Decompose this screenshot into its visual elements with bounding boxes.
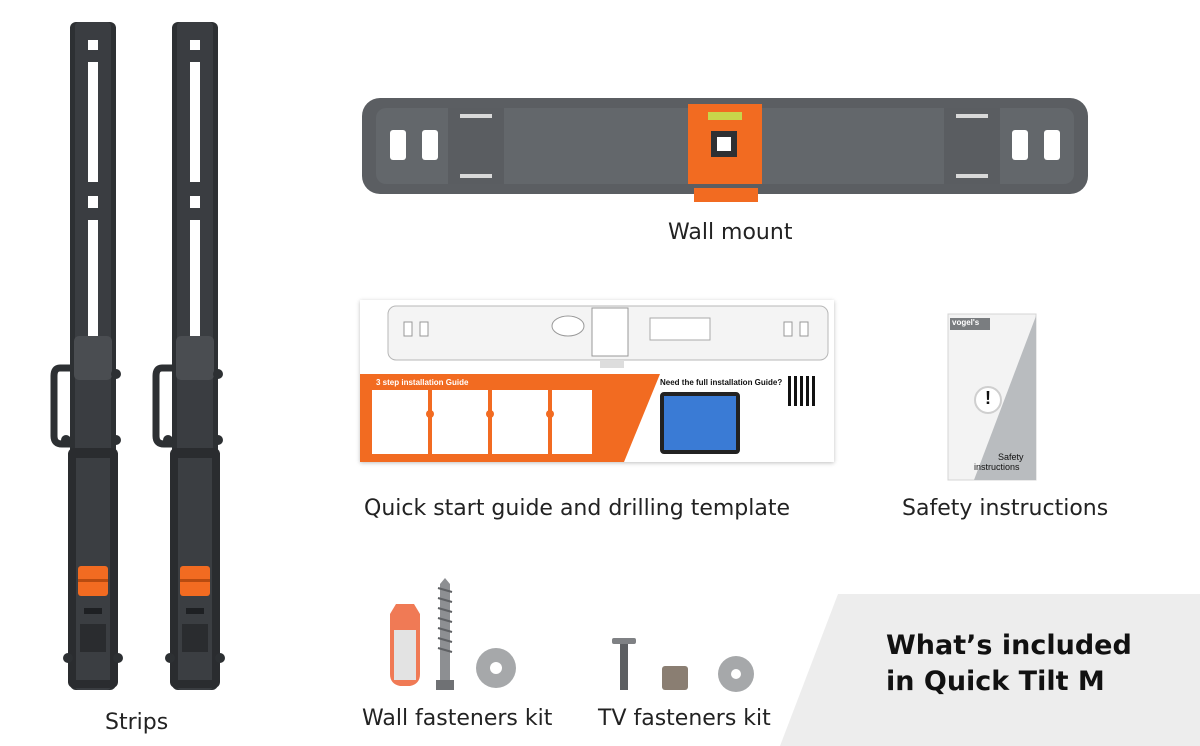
banner-title: What’s included in Quick Tilt M	[886, 628, 1186, 700]
wall-mount-label: Wall mount	[668, 220, 793, 245]
safety-booklet-text-1: Safety	[998, 452, 1024, 462]
strips-illustration	[50, 18, 240, 698]
banner-line-1: What’s included	[886, 630, 1132, 661]
safety-booklet	[947, 313, 1037, 481]
wall-fasteners-illustration	[390, 578, 516, 690]
banner-line-2: in Quick Tilt M	[886, 666, 1105, 697]
strips-label: Strips	[105, 710, 169, 735]
install-steps-panel	[360, 374, 660, 462]
wall-mount-illustration	[362, 98, 1088, 202]
safety-booklet-text-2: instructions	[974, 462, 1020, 472]
safety-instructions-label: Safety instructions	[902, 496, 1109, 521]
quick-start-guide-label: Quick start guide and drilling template	[364, 496, 791, 521]
drilling-template-image	[387, 305, 829, 368]
qr-code-icon	[788, 376, 818, 406]
quick-start-guide: 3 step installation Guide Need the full …	[360, 300, 834, 462]
steps-heading: 3 step installation Guide	[376, 378, 469, 387]
safety-brand-text: vogel's	[952, 318, 980, 327]
tv-fasteners-illustration	[612, 638, 754, 692]
tv-fasteners-label: TV fasteners kit	[598, 706, 771, 731]
warning-icon: !	[985, 388, 991, 408]
banner-background	[780, 594, 1200, 746]
tablet-image	[660, 392, 740, 454]
wall-fasteners-label: Wall fasteners kit	[362, 706, 553, 731]
full-guide-heading: Need the full installation Guide?	[660, 378, 783, 387]
